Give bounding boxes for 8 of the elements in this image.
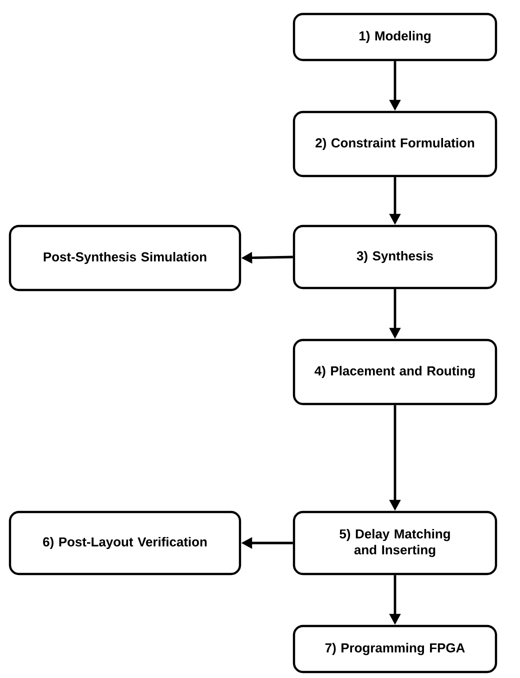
process-box: 7) Programming FPGA (292, 624, 498, 674)
process-box: 2) Constraint Formulation (292, 110, 498, 178)
process-box: 6) Post-Layout Verification (8, 510, 242, 576)
process-box: 1) Modeling (292, 12, 498, 62)
process-box: 3) Synthesis (292, 224, 498, 290)
process-box: 5) Delay Matching and Inserting (292, 510, 498, 576)
process-box: 4) Placement and Routing (292, 338, 498, 406)
process-box: Post-Synthesis Simulation (8, 224, 242, 292)
